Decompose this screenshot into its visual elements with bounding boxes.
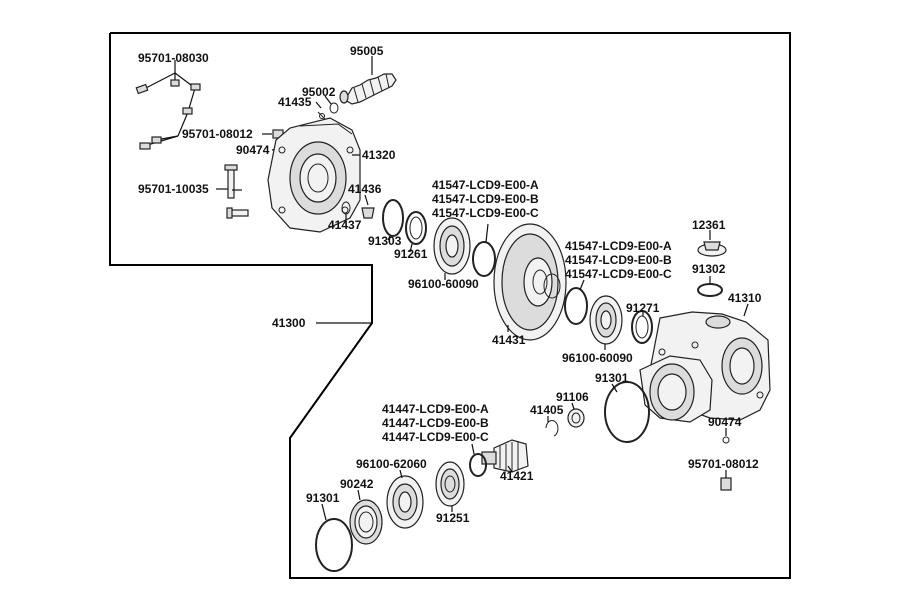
label-41547-c-upper: 41547-LCD9-E00-C (432, 206, 539, 220)
label-95701-08012-lower: 95701-08012 (688, 457, 759, 471)
label-91302: 91302 (692, 262, 726, 276)
label-41405: 41405 (530, 403, 564, 417)
pin-41435 (315, 101, 327, 121)
bolt-95701-08012-lower (720, 470, 732, 491)
oring-91301-mid (604, 381, 650, 443)
label-91271: 91271 (626, 301, 660, 315)
seal-91251 (435, 461, 465, 512)
pinion-shaft-41421 (481, 439, 529, 473)
clip-95002 (324, 95, 339, 114)
label-41436: 41436 (348, 182, 382, 196)
clip-41405 (545, 416, 559, 437)
label-91261: 91261 (394, 247, 428, 261)
seal-91261 (405, 211, 427, 253)
bearing-96100-60090-lower (589, 295, 623, 350)
ring-gear-41431 (493, 223, 567, 341)
label-95701-10035: 95701-10035 (138, 182, 209, 196)
label-91301-mid: 91301 (595, 371, 629, 385)
main-housing-41310 (639, 303, 771, 423)
label-41431: 41431 (492, 333, 526, 347)
label-41437: 41437 (328, 218, 362, 232)
housing-cover-41320 (267, 117, 361, 233)
bearing-96100-62060 (386, 469, 424, 529)
label-91301-lower: 91301 (306, 491, 340, 505)
washer-41437 (341, 201, 351, 220)
washer-90474-lower (722, 428, 730, 444)
bolt-group-95701-08030 (135, 60, 201, 150)
label-41310: 41310 (728, 291, 762, 305)
boot-95005 (339, 56, 397, 105)
label-95002: 95002 (302, 85, 336, 99)
assembly-label: 41300 (272, 316, 306, 330)
oring-91301-lower (315, 503, 353, 572)
shim-41547-upper (472, 223, 496, 277)
long-bolts-95701-10035 (216, 164, 249, 219)
shim-41547-lower (564, 279, 588, 325)
label-41435: 41435 (278, 95, 312, 109)
label-90474-upper: 90474 (236, 143, 270, 157)
label-41547-a-lower: 41547-LCD9-E00-A (565, 239, 672, 253)
label-91303: 91303 (368, 234, 402, 248)
label-96100-60090-lower: 96100-60090 (562, 351, 633, 365)
label-41447-a: 41447-LCD9-E00-A (382, 402, 489, 416)
label-41547-a-upper: 41547-LCD9-E00-A (432, 178, 539, 192)
label-41447-b: 41447-LCD9-E00-B (382, 416, 489, 430)
label-91106: 91106 (556, 390, 589, 404)
label-91251: 91251 (436, 511, 470, 525)
label-95701-08030: 95701-08030 (138, 51, 209, 65)
label-95005: 95005 (350, 44, 384, 58)
label-90242: 90242 (340, 477, 374, 491)
label-41547-c-lower: 41547-LCD9-E00-C (565, 267, 672, 281)
oring-91303 (382, 199, 404, 241)
nut-90242 (349, 489, 383, 545)
label-41547-b-upper: 41547-LCD9-E00-B (432, 192, 539, 206)
cap-12361 (697, 230, 727, 257)
label-41447-c: 41447-LCD9-E00-C (382, 430, 489, 444)
label-90474-lower: 90474 (708, 415, 742, 429)
shim-41447 (469, 443, 487, 477)
bearing-96100-60090-upper (433, 217, 471, 280)
label-41320: 41320 (362, 148, 396, 162)
label-41547-b-lower: 41547-LCD9-E00-B (565, 253, 672, 267)
bearing-91106 (567, 402, 585, 428)
label-95701-08012-upper: 95701-08012 (182, 127, 253, 141)
seal-91271 (631, 310, 653, 344)
label-41421: 41421 (500, 469, 534, 483)
label-96100-60090-upper: 96100-60090 (408, 277, 479, 291)
plug-41436 (361, 194, 375, 219)
label-96100-62060: 96100-62060 (356, 457, 427, 471)
label-12361: 12361 (692, 218, 726, 232)
assembly-frame (109, 32, 791, 579)
oring-91302 (697, 276, 723, 297)
